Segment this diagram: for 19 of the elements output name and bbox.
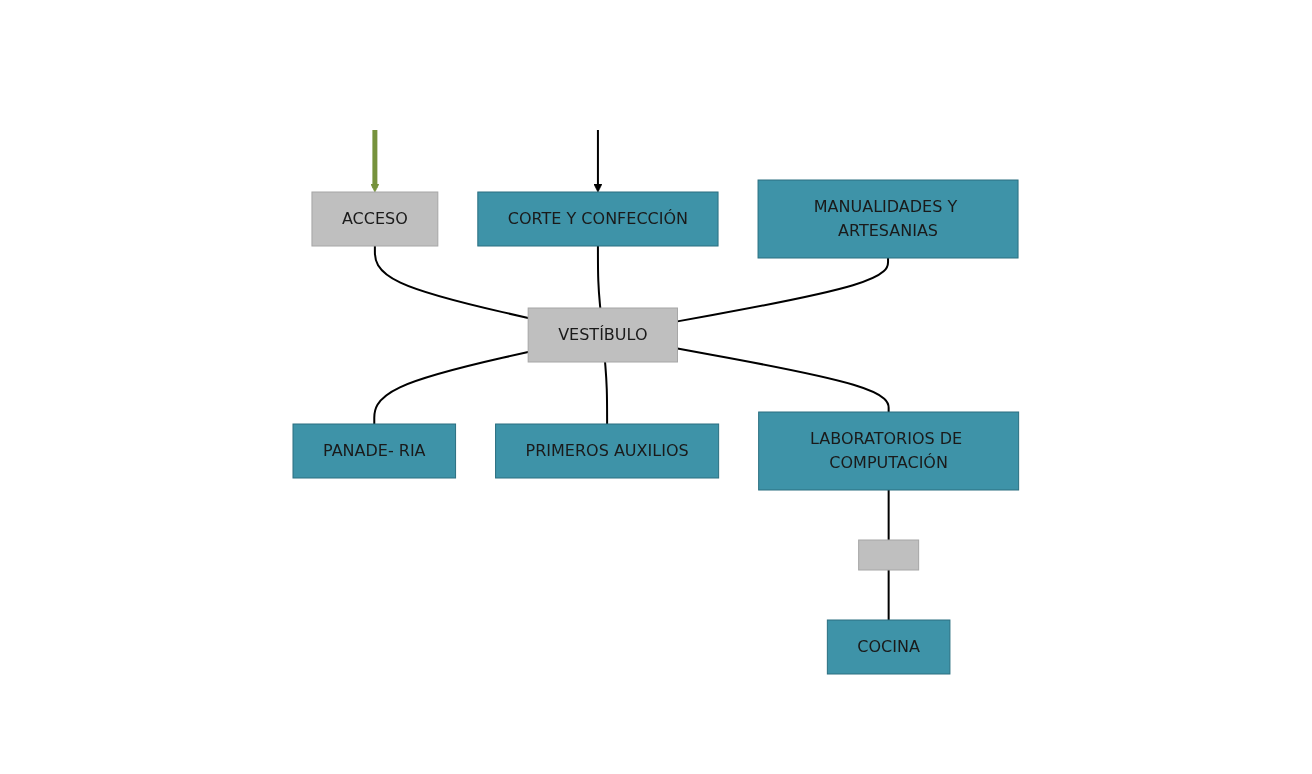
connector bbox=[676, 347, 890, 413]
connector bbox=[597, 245, 602, 309]
node-box: VESTÍBULO bbox=[527, 307, 679, 363]
node-box: PANADE- RIA bbox=[292, 423, 457, 479]
connector bbox=[374, 245, 530, 319]
connector bbox=[373, 351, 530, 425]
node-box: COCINA bbox=[827, 619, 951, 675]
arrow bbox=[593, 129, 603, 193]
connector bbox=[887, 489, 890, 541]
node-box: LABORATORIOS DE COMPUTACIÓN bbox=[758, 411, 1020, 491]
node-box: MANUALIDADES Y ARTESANIAS bbox=[757, 179, 1019, 259]
node-box: CORTE Y CONFECCIÓN bbox=[477, 191, 719, 247]
node-box: ACCESO bbox=[311, 191, 439, 247]
arrow bbox=[370, 130, 380, 193]
node-box bbox=[858, 539, 920, 571]
connector bbox=[676, 257, 890, 323]
connector bbox=[604, 361, 609, 425]
connector bbox=[887, 569, 890, 621]
node-box: PRIMEROS AUXILIOS bbox=[495, 423, 720, 479]
